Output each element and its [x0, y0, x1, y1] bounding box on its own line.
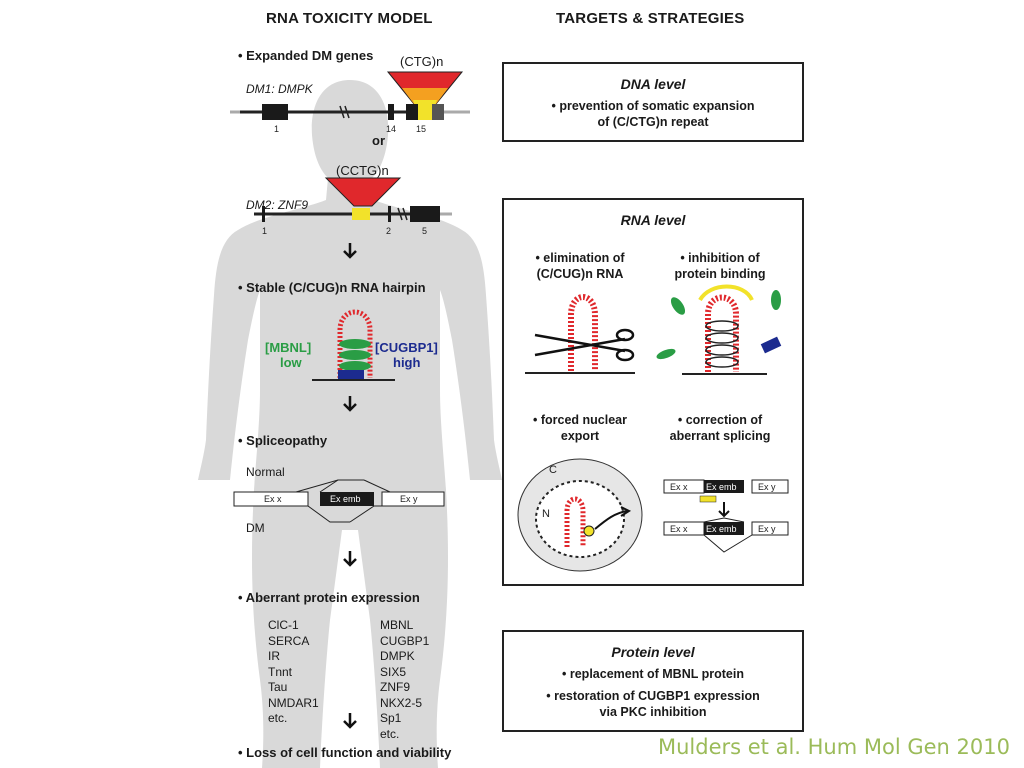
mbnl-level: low — [280, 355, 302, 370]
cugbp1-protein — [338, 370, 364, 380]
rna-level-title: RNA level — [620, 212, 686, 228]
svg-text:Ex emb: Ex emb — [706, 524, 737, 534]
dna-level-text: of (C/CTG)n repeat — [597, 115, 709, 129]
antisense-oligo — [699, 495, 717, 503]
protein-level-title: Protein level — [611, 644, 695, 660]
exon-y — [381, 491, 445, 507]
cell-c-label: C — [549, 464, 557, 476]
dm2-exon-label: 2 — [386, 226, 391, 236]
cctg-label: (CCTG)n — [336, 163, 389, 178]
cugbp1-level: high — [393, 355, 421, 370]
protein-list-right: MBNL CUGBP1 DMPK SIX5 ZNF9 NKX2-5 Sp1 et… — [380, 618, 430, 741]
elimination-text: • elimination of (C/CUG)n RNA — [535, 251, 625, 281]
dm2-cctg-repeat — [352, 208, 370, 220]
normal-label: Normal — [246, 465, 285, 479]
svg-text:Ex x: Ex x — [264, 494, 282, 504]
splicing-correction-diagram: Ex x Ex emb Ex y Ex x Ex emb Ex y — [663, 479, 789, 553]
svg-text:Ex y: Ex y — [758, 524, 776, 534]
svg-text:Ex x: Ex x — [670, 482, 688, 492]
down-arrow-icon — [343, 713, 357, 729]
exon-x — [233, 491, 309, 507]
dm1-exon-label: 14 — [386, 124, 396, 134]
or-label: or — [372, 133, 385, 148]
svg-text:Ex x: Ex x — [670, 524, 688, 534]
dm2-exon-label: 1 — [262, 226, 267, 236]
down-arrow-icon — [343, 551, 357, 567]
splicing-diagram: Ex x Ex emb Ex y — [233, 479, 445, 523]
mbnl-label: [MBNL] — [265, 340, 312, 355]
dna-level-text: • prevention of somatic expansion — [551, 99, 755, 113]
down-arrow-icon — [343, 396, 357, 412]
dm2-exon-5 — [410, 206, 440, 222]
expanded-genes-heading: • Expanded DM genes — [238, 48, 374, 63]
mbnl-protein — [656, 348, 676, 360]
protein-level-text: • replacement of MBNL protein — [562, 667, 744, 681]
nuclear-export-cell-diagram: C N — [517, 458, 643, 572]
dm2-label: DM2: ZNF9 — [246, 198, 309, 212]
svg-text:Ex emb: Ex emb — [706, 482, 737, 492]
loss-function-heading: • Loss of cell function and viability — [238, 745, 452, 760]
down-arrow-icon — [343, 243, 357, 259]
dm1-exon-label: 1 — [274, 124, 279, 134]
mbnl-protein — [771, 290, 781, 310]
dm2-gene-diagram: 1 2 5 — [254, 177, 452, 236]
dm1-gene-diagram: 1 14 15 — [230, 71, 470, 134]
cctg-repeat-funnel — [324, 177, 402, 207]
svg-text:Ex emb: Ex emb — [330, 494, 361, 504]
exon-emb — [320, 492, 374, 506]
nuclear-export-text: • forced nuclear export — [533, 413, 627, 443]
cell-n-label: N — [542, 508, 550, 520]
dm1-ctg-repeat — [418, 104, 432, 120]
protein-binding-inhibition-diagram — [656, 284, 782, 375]
inhibition-text: • inhibition of protein binding — [674, 251, 766, 281]
scissors-icon — [534, 328, 635, 362]
cugbp1-label: [CUGBP1] — [375, 340, 438, 355]
nuclear-membrane — [535, 480, 625, 558]
spliceopathy-heading: • Spliceopathy — [238, 433, 328, 448]
dm1-exon-1 — [262, 104, 288, 120]
splicing-correction-text: • correction of aberrant splicing — [669, 413, 771, 443]
dm1-label: DM1: DMPK — [246, 82, 313, 96]
dna-level-box: DNA level • prevention of somatic expans… — [502, 62, 804, 142]
svg-text:Ex y: Ex y — [400, 494, 418, 504]
right-header: TARGETS & STRATEGIES — [556, 10, 745, 27]
cugbp1-protein — [760, 336, 782, 354]
protein-level-text: • restoration of CUGBP1 expression — [546, 689, 760, 703]
dm2-exon-label: 5 — [422, 226, 427, 236]
protein-level-box: Protein level • replacement of MBNL prot… — [502, 630, 804, 732]
dna-level-title: DNA level — [620, 76, 686, 92]
human-body-silhouette — [198, 80, 502, 768]
aberrant-protein-heading: • Aberrant protein expression — [238, 590, 420, 605]
rna-hairpin-with-proteins — [312, 309, 395, 381]
dm1-exon-label: 15 — [416, 124, 426, 134]
left-header: RNA TOXICITY MODEL — [266, 10, 433, 27]
citation: Mulders et al. Hum Mol Gen 2010 — [658, 735, 1010, 759]
protein-list-left: ClC-1 SERCA IR Tnnt Tau NMDAR1 etc. — [268, 618, 319, 725]
mbnl-protein — [670, 297, 686, 315]
dm-label: DM — [246, 521, 265, 535]
stable-hairpin-heading: • Stable (C/CUG)n RNA hairpin — [238, 280, 426, 295]
rna-elimination-diagram — [525, 294, 635, 374]
svg-text:Ex y: Ex y — [758, 482, 776, 492]
ctg-label: (CTG)n — [400, 54, 444, 69]
dm1-exon-14 — [388, 104, 394, 120]
protein-level-text: via PKC inhibition — [599, 705, 707, 719]
